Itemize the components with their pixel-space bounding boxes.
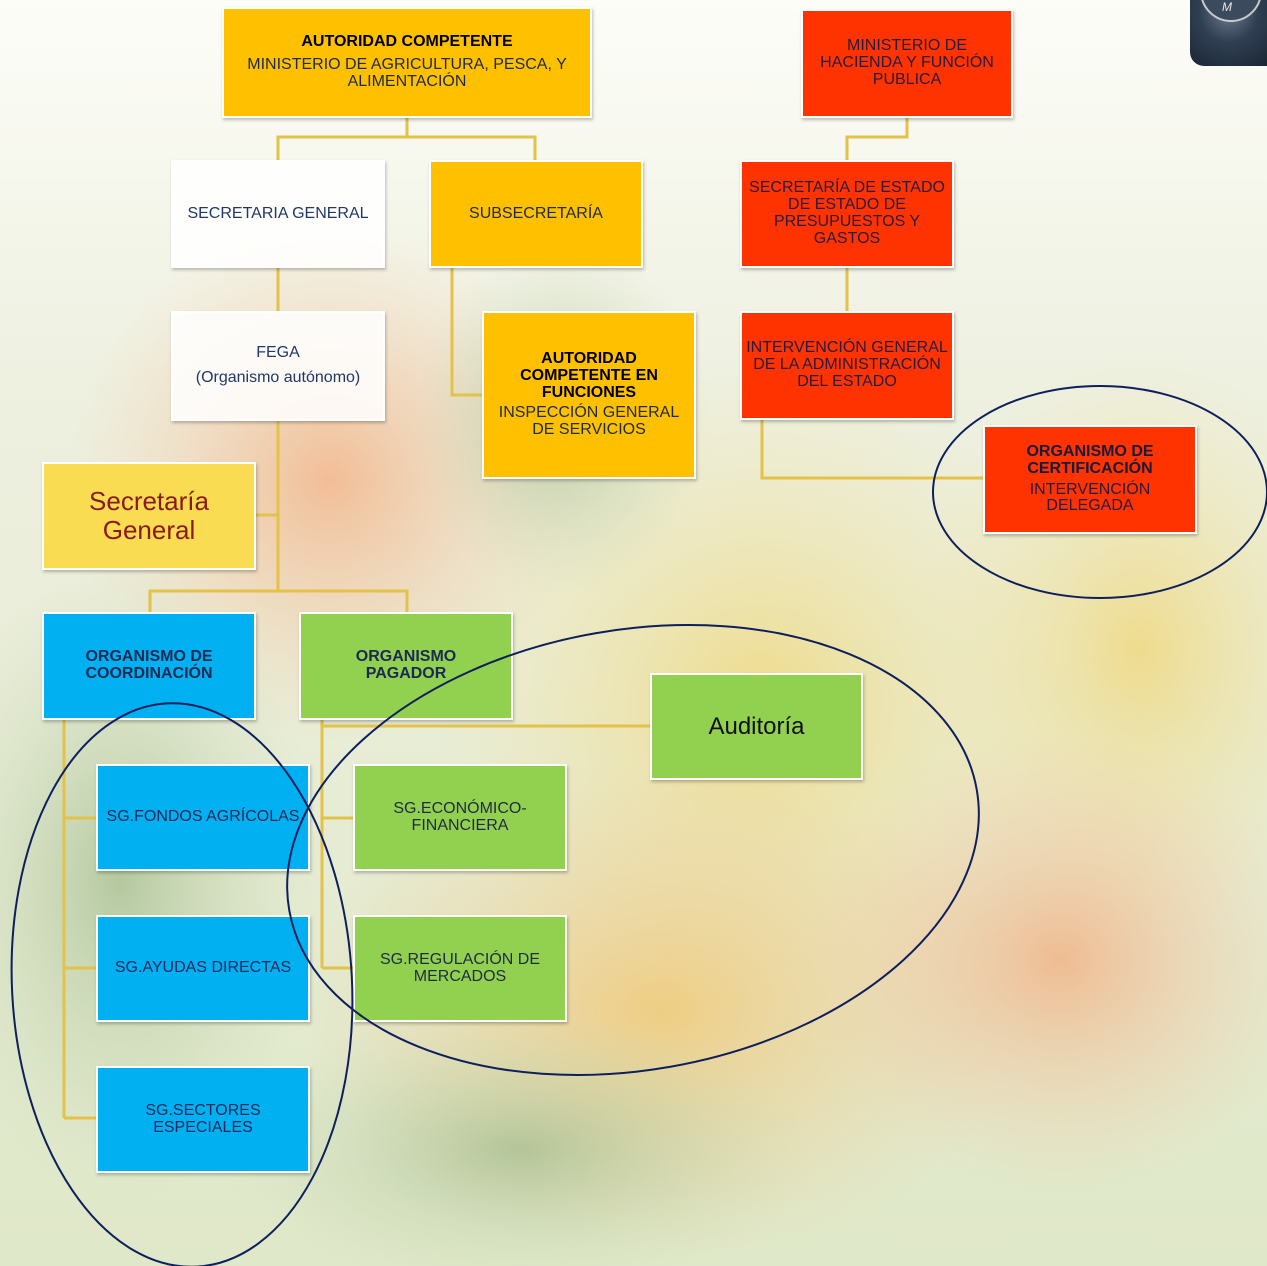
autoridad-competente-box: AUTORIDAD COMPETENTE MINISTERIO DE AGRIC… [222, 7, 592, 118]
sg-economico-label: SG.ECONÓMICO-FINANCIERA [393, 799, 527, 834]
fega-sublabel: (Organismo autónomo) [195, 369, 361, 386]
secretaria-general-fega-box: Secretaría General [42, 462, 256, 570]
certificacion-highlight-ellipse [932, 385, 1267, 599]
secretaria-general-top-box: SECRETARIA GENERAL [171, 160, 385, 268]
sg-ayudas-box: SG.AYUDAS DIRECTAS [96, 915, 310, 1022]
organismo-coordinacion-title: ORGANISMO DE COORDINACIÓN [85, 648, 213, 682]
auditoria-label: Auditoría [708, 712, 805, 740]
inspeccion-general-label: INSPECCIÓN GENERAL DE SERVICIOS [498, 404, 680, 439]
ministerio-hacienda-label: MINISTERIO DE HACIENDA Y FUNCIÓN PUBLICA [820, 37, 994, 88]
secretaria-estado-label: SECRETARÍA DE ESTADO DE ESTADO DE PRESUP… [749, 179, 945, 247]
intervencion-general-label: INTERVENCIÓN GENERAL DE LA ADMINISTRACIÓ… [746, 339, 948, 390]
pagador-highlight-ellipse [286, 624, 980, 1076]
sg-fondos-label: SG.FONDOS AGRÍCOLAS [106, 808, 300, 826]
intervencion-delegada-label: INTERVENCIÓN DELEGADA [1029, 480, 1151, 515]
medal-icon: M [1190, 0, 1267, 66]
fega-box: FEGA (Organismo autónomo) [171, 311, 385, 421]
sg-economico-box: SG.ECONÓMICO-FINANCIERA [353, 764, 567, 871]
auditoria-box: Auditoría [650, 673, 863, 780]
fega-label: FEGA [256, 344, 300, 362]
organismo-pagador-box: ORGANISMO PAGADOR [299, 612, 513, 720]
sg-regulacion-label: SG.REGULACIÓN DE MERCADOS [379, 950, 541, 985]
sg-sectores-label: SG.SECTORES ESPECIALES [145, 1101, 261, 1136]
autoridad-competente-title: AUTORIDAD COMPETENTE [301, 33, 513, 51]
secretaria-estado-box: SECRETARÍA DE ESTADO DE ESTADO DE PRESUP… [740, 160, 954, 268]
sg-sectores-box: SG.SECTORES ESPECIALES [96, 1066, 310, 1173]
coordinacion-highlight-ellipse [10, 702, 354, 1266]
ministerio-hacienda-box: MINISTERIO DE HACIENDA Y FUNCIÓN PUBLICA [801, 9, 1013, 118]
autoridad-funciones-title: AUTORIDAD COMPETENTE EN FUNCIONES [520, 350, 658, 401]
organismo-certificacion-box: ORGANISMO DE CERTIFICACIÓN INTERVENCIÓN … [983, 425, 1197, 534]
intervencion-general-box: INTERVENCIÓN GENERAL DE LA ADMINISTRACIÓ… [740, 311, 954, 420]
subsecretaria-label: SUBSECRETARÍA [469, 204, 603, 222]
secretaria-general-fega-label: Secretaría General [89, 486, 209, 545]
secretaria-general-top-label: SECRETARIA GENERAL [187, 204, 369, 222]
organismo-certificacion-title: ORGANISMO DE CERTIFICACIÓN [1026, 442, 1154, 477]
subsecretaria-box: SUBSECRETARÍA [429, 160, 643, 268]
sg-fondos-box: SG.FONDOS AGRÍCOLAS [96, 764, 310, 871]
autoridad-funciones-box: AUTORIDAD COMPETENTE EN FUNCIONES INSPEC… [482, 311, 696, 479]
organismo-pagador-title: ORGANISMO PAGADOR [355, 648, 457, 682]
ministerio-agricultura-label: MINISTERIO DE AGRICULTURA, PESCA, Y ALIM… [247, 56, 567, 90]
sg-regulacion-box: SG.REGULACIÓN DE MERCADOS [353, 915, 567, 1022]
organismo-coordinacion-box: ORGANISMO DE COORDINACIÓN [42, 612, 256, 720]
sg-ayudas-label: SG.AYUDAS DIRECTAS [114, 959, 292, 977]
